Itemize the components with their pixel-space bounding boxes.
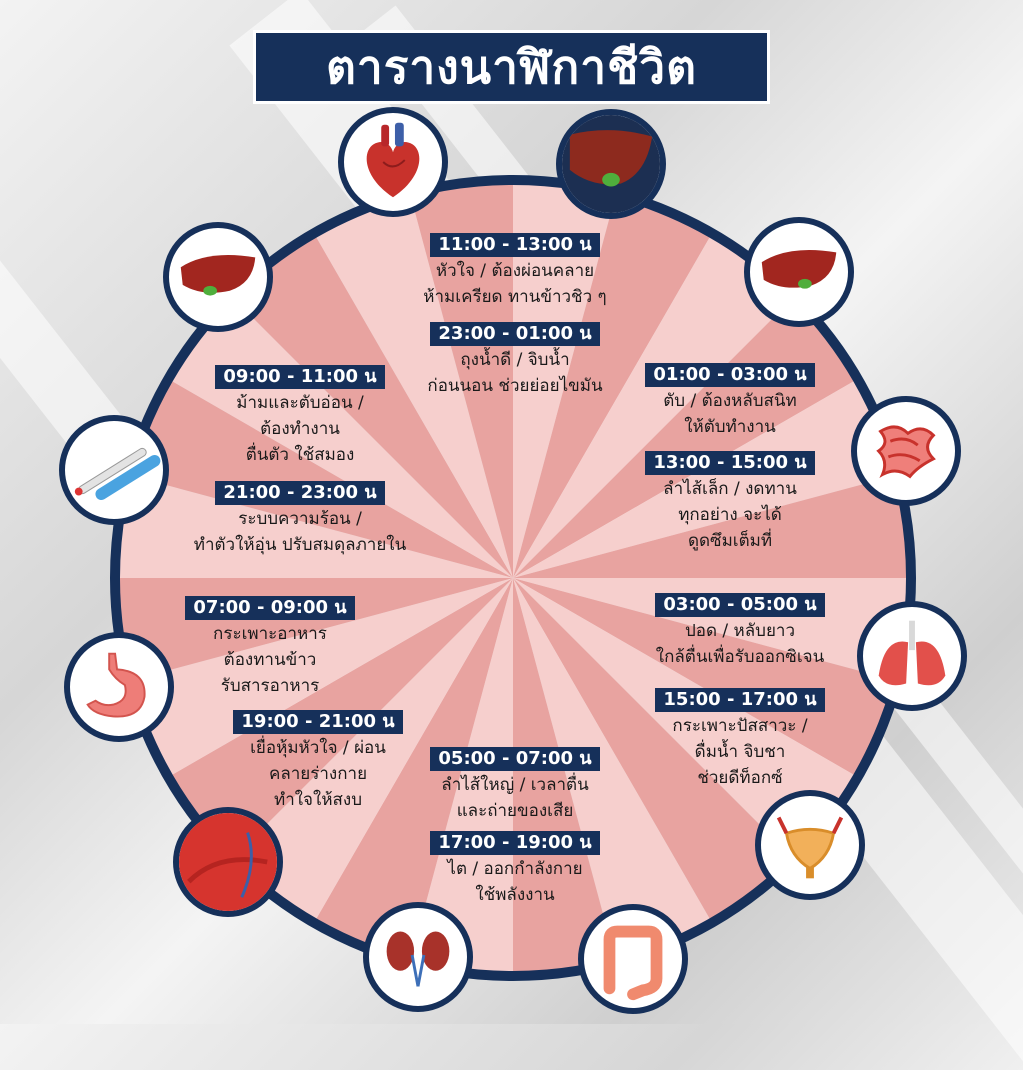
bladder-icon bbox=[755, 790, 865, 900]
slot-kidneys: 17:00 - 19:00 น ไต / ออกกำลังกาย ใช้พลัง… bbox=[400, 831, 630, 907]
slot-line: ดูดซึมเต็มที่ bbox=[687, 531, 773, 551]
time-badge: 01:00 - 03:00 น bbox=[645, 363, 815, 387]
slot-line: ต้องทำงาน bbox=[260, 419, 340, 439]
gallbladder-icon bbox=[556, 109, 666, 219]
slot-line: ทำตัวให้อุ่น ปรับสมดุลภายใน bbox=[193, 535, 407, 555]
wheel-wedge bbox=[232, 578, 513, 921]
slot-line: ปอด / หลับยาว bbox=[684, 621, 796, 641]
slot-line: ลำไส้เล็ก / งดทาน bbox=[663, 479, 797, 499]
wheel-wedge bbox=[130, 380, 513, 578]
slot-line: ให้ตับทำงาน bbox=[684, 417, 776, 437]
wheel-wedge bbox=[232, 235, 513, 578]
wheel-wedge bbox=[130, 578, 513, 776]
kidneys-icon bbox=[363, 902, 473, 1012]
liver-icon bbox=[744, 217, 854, 327]
slot-line: ม้ามและตับอ่อน / bbox=[236, 393, 364, 413]
slot-large-intestine: 05:00 - 07:00 น ลำไส้ใหญ่ / เวลาตื่น และ… bbox=[400, 747, 630, 823]
slot-line: เยื่อหุ้มหัวใจ / ผ่อน bbox=[250, 738, 386, 758]
slot-line: ระบบความร้อน / bbox=[238, 509, 362, 529]
slot-line: กระเพาะปัสสาวะ / bbox=[672, 716, 808, 736]
slot-line: รับสารอาหาร bbox=[220, 676, 320, 696]
time-badge: 15:00 - 17:00 น bbox=[655, 688, 825, 712]
large-intestine-icon bbox=[578, 904, 688, 1014]
wheel-wedge bbox=[513, 578, 896, 776]
spleen-icon bbox=[163, 222, 273, 332]
slot-line: ห้ามเครียด ทานข้าวชิว ๆ bbox=[423, 287, 607, 307]
wheel-wedge bbox=[315, 195, 513, 578]
slot-line: ต้องทานข้าว bbox=[223, 650, 317, 670]
slot-spleen: 09:00 - 11:00 น ม้ามและตับอ่อน / ต้องทำง… bbox=[175, 365, 425, 467]
time-badge: 13:00 - 15:00 น bbox=[645, 451, 815, 475]
slot-line: ไต / ออกกำลังกาย bbox=[447, 859, 583, 879]
slot-small-intestine: 13:00 - 15:00 น ลำไส้เล็ก / งดทาน ทุกอย่… bbox=[610, 451, 850, 553]
wheel-wedge bbox=[513, 235, 794, 578]
wheel-wedge bbox=[513, 578, 856, 859]
slot-line: ลำไส้ใหญ่ / เวลาตื่น bbox=[441, 775, 589, 795]
wheel-wedge bbox=[315, 578, 513, 961]
slot-line: ตื่นตัว ใช้สมอง bbox=[245, 445, 355, 465]
wheel-wedge bbox=[513, 578, 794, 921]
stomach-icon bbox=[64, 632, 174, 742]
pericardium-icon bbox=[173, 807, 283, 917]
wheel-wedge bbox=[513, 578, 711, 961]
lungs-icon bbox=[857, 601, 967, 711]
slot-line: ทำใจให้สงบ bbox=[274, 790, 362, 810]
wheel-wedge bbox=[513, 380, 896, 578]
wheel-wedge bbox=[513, 195, 711, 578]
slot-line: กระเพาะอาหาร bbox=[213, 624, 327, 644]
slot-gallbladder: 23:00 - 01:00 น ถุงน้ำดี / จิบน้ำ ก่อนนอ… bbox=[380, 322, 650, 398]
slot-line: ถุงน้ำดี / จิบน้ำ bbox=[460, 350, 570, 370]
wheel-wedge bbox=[513, 182, 616, 578]
slot-heat-system: 21:00 - 23:00 น ระบบความร้อน / ทำตัวให้อ… bbox=[155, 481, 445, 557]
slot-line: ตับ / ต้องหลับสนิท bbox=[663, 391, 797, 411]
slot-lungs: 03:00 - 05:00 น ปอด / หลับยาว ใกล้ตื่นเพ… bbox=[620, 593, 860, 669]
time-badge: 19:00 - 21:00 น bbox=[233, 710, 403, 734]
slot-line: ช่วยดีท็อกซ์ bbox=[697, 768, 783, 788]
time-badge: 03:00 - 05:00 น bbox=[655, 593, 825, 617]
wheel-wedge bbox=[410, 182, 513, 578]
title-banner: ตารางนาฬิกาชีวิต bbox=[253, 30, 770, 104]
wheel-rim bbox=[110, 175, 916, 981]
slot-line: ดื่มน้ำ จิบชา bbox=[694, 742, 786, 762]
slot-line: ก่อนนอน ช่วยย่อยไขมัน bbox=[427, 376, 603, 396]
time-badge: 05:00 - 07:00 น bbox=[430, 747, 600, 771]
time-badge: 17:00 - 19:00 น bbox=[430, 831, 600, 855]
time-badge: 23:00 - 01:00 น bbox=[430, 322, 600, 346]
wheel-wedge bbox=[513, 578, 616, 974]
slot-line: ทุกอย่าง จะได้ bbox=[678, 505, 782, 525]
slot-line: คลายร่างกาย bbox=[268, 764, 368, 784]
heart-icon bbox=[338, 107, 448, 217]
slot-line: และถ่ายของเสีย bbox=[456, 801, 574, 821]
wheel-wedge bbox=[410, 578, 513, 974]
time-badge: 21:00 - 23:00 น bbox=[215, 481, 385, 505]
slot-line: ใกล้ตื่นเพื่อรับออกซิเจน bbox=[655, 647, 825, 667]
slot-stomach: 07:00 - 09:00 น กระเพาะอาหาร ต้องทานข้าว… bbox=[160, 596, 380, 698]
slot-pericardium: 19:00 - 21:00 น เยื่อหุ้มหัวใจ / ผ่อน คล… bbox=[198, 710, 438, 812]
time-badge: 07:00 - 09:00 น bbox=[185, 596, 355, 620]
thermometer-icon bbox=[59, 415, 169, 525]
slot-liver: 01:00 - 03:00 น ตับ / ต้องหลับสนิท ให้ตั… bbox=[610, 363, 850, 439]
wheel-wedge bbox=[513, 475, 909, 578]
time-badge: 09:00 - 11:00 น bbox=[215, 365, 385, 389]
slot-heart: 11:00 - 13:00 น หัวใจ / ต้องผ่อนคลาย ห้า… bbox=[380, 233, 650, 309]
time-badge: 11:00 - 13:00 น bbox=[430, 233, 600, 257]
slot-line: หัวใจ / ต้องผ่อนคลาย bbox=[435, 261, 595, 281]
slot-line: ใช้พลังงาน bbox=[475, 885, 555, 905]
slot-bladder: 15:00 - 17:00 น กระเพาะปัสสาวะ / ดื่มน้ำ… bbox=[620, 688, 860, 790]
small-intestine-icon bbox=[851, 396, 961, 506]
page-title: ตารางนาฬิกาชีวิต bbox=[325, 39, 698, 94]
